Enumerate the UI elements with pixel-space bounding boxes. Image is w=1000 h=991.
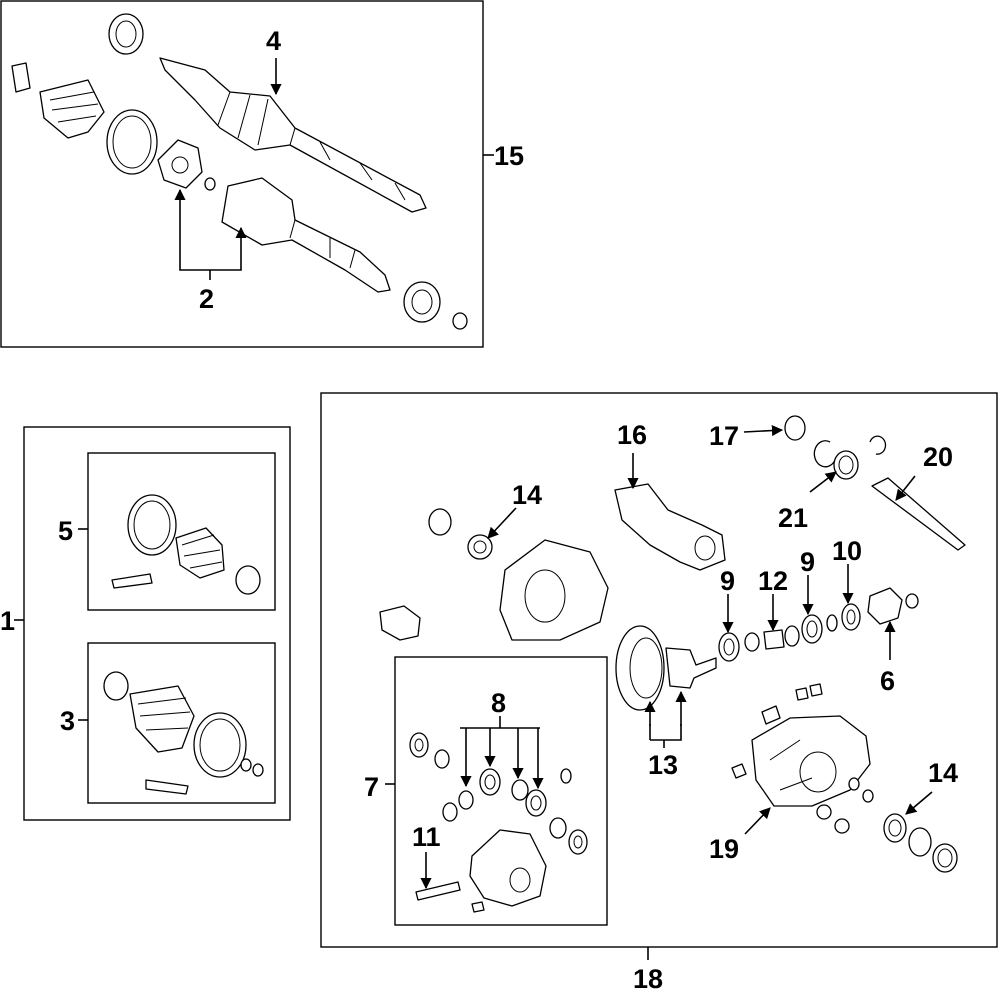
- outboard-boot-kit-box: [87, 452, 276, 611]
- callout-18: 18: [633, 964, 663, 991]
- callout-9-a: 9: [720, 566, 735, 596]
- callout-1: 1: [0, 606, 15, 636]
- differential-case-box: [394, 656, 608, 926]
- differential-case-parts: [409, 716, 588, 913]
- callout-14-a: 14: [512, 480, 542, 510]
- drive-shaft-assembly-box: [0, 0, 484, 348]
- callout-19: 19: [709, 834, 739, 864]
- callout-21: 21: [778, 503, 808, 533]
- callout-10: 10: [832, 536, 862, 566]
- callout-13: 13: [648, 750, 678, 780]
- drive-shaft-parts: [11, 13, 494, 330]
- callout-2: 2: [199, 284, 214, 314]
- differential-assembly-box: [320, 392, 998, 948]
- inboard-boot-kit-parts: [103, 671, 264, 795]
- callout-16: 16: [617, 420, 647, 450]
- differential-parts: [379, 415, 966, 873]
- callout-12: 12: [758, 566, 788, 596]
- boot-kit-group-box: [23, 426, 291, 821]
- callout-9-b: 9: [800, 547, 815, 577]
- callout-8: 8: [491, 688, 506, 718]
- callout-17: 17: [709, 421, 739, 451]
- callout-11: 11: [412, 822, 441, 852]
- outboard-boot-kit-parts: [111, 494, 261, 595]
- callout-15: 15: [494, 141, 524, 171]
- callout-5: 5: [58, 516, 73, 546]
- callout-6: 6: [880, 666, 895, 696]
- callout-3: 3: [60, 706, 75, 736]
- callout-labels: 1 2 3 4 5 6 7 8 9 9 10 11 12 13 14 14 15…: [0, 26, 958, 991]
- callout-20: 20: [923, 442, 953, 472]
- inboard-boot-kit-box: [87, 642, 276, 804]
- callout-14-b: 14: [928, 758, 958, 788]
- callout-4: 4: [266, 26, 281, 56]
- callout-7: 7: [364, 772, 379, 802]
